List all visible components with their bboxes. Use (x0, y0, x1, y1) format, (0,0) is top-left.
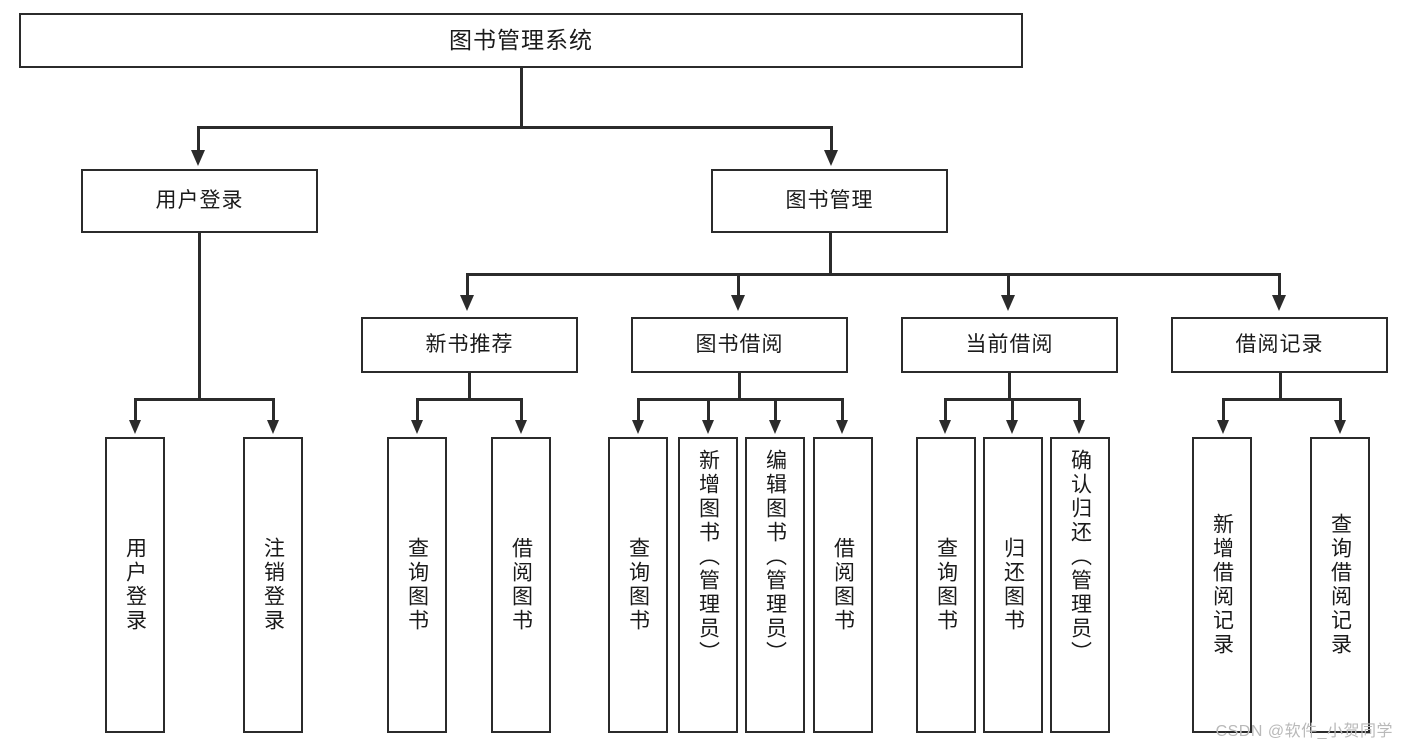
leaf-edit-book-admin[interactable]: 编辑图书（管理员） (745, 437, 805, 733)
arrowhead-new-book-leaf-2 (515, 420, 527, 434)
arrowhead-current-borrow (1001, 295, 1015, 311)
leaf-query-borrow-record[interactable]: 查询借阅记录 (1310, 437, 1370, 733)
arrowhead-borrow-record (1272, 295, 1286, 311)
node-label: 查询图书 (934, 537, 958, 633)
arrowhead-user-login-leaf-2 (267, 420, 279, 434)
node-label: 新增借阅记录 (1210, 513, 1234, 657)
arrowhead-book-borrow-leaf-3 (769, 420, 781, 434)
leaf-add-borrow-record[interactable]: 新增借阅记录 (1192, 437, 1252, 733)
node-label: 图书管理 (785, 188, 874, 212)
node-label: 图书管理系统 (449, 26, 593, 53)
arrowhead-borrow-record-leaf-2 (1334, 420, 1346, 434)
node-label: 查询图书 (405, 537, 429, 633)
node-label: 确认归还（管理员） (1068, 449, 1092, 665)
node-label: 借阅图书 (831, 537, 855, 633)
node-label: 借阅记录 (1235, 332, 1324, 356)
node-label: 用户登录 (155, 188, 244, 212)
arrowhead-borrow-record-leaf-1 (1217, 420, 1229, 434)
connector-borrow-record-leaf-1 (1222, 398, 1225, 421)
connector-borrow-record-leaf-2 (1339, 398, 1342, 421)
node-borrow-record[interactable]: 借阅记录 (1171, 317, 1388, 373)
connector-book-borrow-leaf-3 (774, 398, 777, 421)
connector-root-stem (520, 68, 523, 128)
arrowhead-current-borrow-leaf-3 (1073, 420, 1085, 434)
node-label: 借阅图书 (509, 537, 533, 633)
connector-current-borrow-stem (1008, 373, 1011, 400)
node-book-borrow[interactable]: 图书借阅 (631, 317, 848, 373)
connector-book-borrow-leaf-4 (841, 398, 844, 421)
connector-user-login-bus (134, 398, 272, 401)
connector-new-book-stem (468, 373, 471, 400)
connector-borrow-record-stem (1279, 373, 1282, 400)
connector-book-borrow-bus (637, 398, 843, 401)
node-book-management[interactable]: 图书管理 (711, 169, 948, 233)
leaf-query-book-borrow[interactable]: 查询图书 (608, 437, 668, 733)
connector-current-borrow-leaf-3 (1078, 398, 1081, 421)
connector-root-to-user-login (197, 126, 200, 153)
connector-to-book-borrow (737, 273, 740, 297)
arrowhead-new-book-leaf-1 (411, 420, 423, 434)
connector-new-book-bus (416, 398, 522, 401)
node-label: 新增图书（管理员） (696, 449, 720, 665)
connector-user-login-to-leaf-1 (134, 398, 137, 421)
leaf-query-book-recommend[interactable]: 查询图书 (387, 437, 447, 733)
connector-book-management-stem (829, 233, 832, 275)
node-label: 新书推荐 (425, 332, 514, 356)
leaf-add-book-admin[interactable]: 新增图书（管理员） (678, 437, 738, 733)
node-label: 查询借阅记录 (1328, 513, 1352, 657)
arrowhead-book-borrow-leaf-4 (836, 420, 848, 434)
node-new-book-recommend[interactable]: 新书推荐 (361, 317, 578, 373)
leaf-return-book[interactable]: 归还图书 (983, 437, 1043, 733)
connector-level3-bus (466, 273, 1281, 276)
connector-new-book-leaf-1 (416, 398, 419, 421)
arrowhead-book-borrow-leaf-2 (702, 420, 714, 434)
watermark: CSDN @软件_小贺同学 (1215, 723, 1393, 740)
node-label: 图书借阅 (695, 332, 784, 356)
arrowhead-new-book (460, 295, 474, 311)
leaf-query-book-current[interactable]: 查询图书 (916, 437, 976, 733)
connector-new-book-leaf-2 (520, 398, 523, 421)
connector-book-borrow-leaf-2 (707, 398, 710, 421)
arrowhead-root-to-book-management (824, 150, 838, 166)
arrowhead-root-to-user-login (191, 150, 205, 166)
connector-to-borrow-record (1278, 273, 1281, 297)
arrowhead-book-borrow (731, 295, 745, 311)
leaf-borrow-book[interactable]: 借阅图书 (813, 437, 873, 733)
connector-book-borrow-stem (738, 373, 741, 400)
node-user-login[interactable]: 用户登录 (81, 169, 318, 233)
connector-current-borrow-leaf-1 (944, 398, 947, 421)
node-root-book-management-system[interactable]: 图书管理系统 (19, 13, 1023, 68)
leaf-user-login[interactable]: 用户登录 (105, 437, 165, 733)
arrowhead-current-borrow-leaf-1 (939, 420, 951, 434)
node-label: 当前借阅 (965, 332, 1054, 356)
connector-root-to-book-management (830, 126, 833, 153)
connector-user-login-stem (198, 233, 201, 400)
arrowhead-book-borrow-leaf-1 (632, 420, 644, 434)
node-label: 编辑图书（管理员） (763, 449, 787, 665)
arrowhead-user-login-leaf-1 (129, 420, 141, 434)
leaf-confirm-return-admin[interactable]: 确认归还（管理员） (1050, 437, 1110, 733)
node-label: 用户登录 (123, 537, 147, 633)
connector-current-borrow-leaf-2 (1011, 398, 1014, 421)
connector-borrow-record-bus (1222, 398, 1340, 401)
connector-user-login-to-leaf-2 (272, 398, 275, 421)
connector-book-borrow-leaf-1 (637, 398, 640, 421)
leaf-logout-login[interactable]: 注销登录 (243, 437, 303, 733)
node-current-borrow[interactable]: 当前借阅 (901, 317, 1118, 373)
node-label: 查询图书 (626, 537, 650, 633)
node-label: 归还图书 (1001, 537, 1025, 633)
node-label: 注销登录 (261, 537, 285, 633)
leaf-borrow-book-recommend[interactable]: 借阅图书 (491, 437, 551, 733)
connector-to-current-borrow (1007, 273, 1010, 297)
connector-root-bus (197, 126, 832, 129)
connector-to-new-book (466, 273, 469, 297)
arrowhead-current-borrow-leaf-2 (1006, 420, 1018, 434)
